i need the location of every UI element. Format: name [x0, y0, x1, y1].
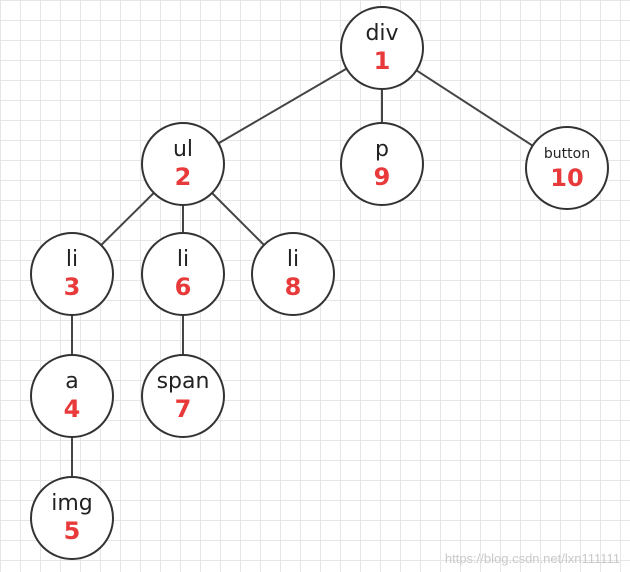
node-tag: ul: [172, 137, 194, 162]
tree-edge: [100, 192, 155, 246]
watermark: https://blog.csdn.net/lxn111111: [444, 551, 620, 566]
tree-edge: [217, 67, 348, 145]
tree-edge: [211, 192, 265, 246]
node-li-3: li 3: [30, 232, 114, 316]
node-tag: p: [375, 137, 389, 162]
node-number: 10: [550, 164, 584, 192]
node-li-6: li 6: [141, 232, 225, 316]
node-number: 3: [63, 273, 81, 301]
node-tag: img: [51, 491, 93, 516]
node-number: 5: [63, 517, 81, 545]
node-number: 7: [174, 395, 192, 423]
node-number: 8: [284, 273, 302, 301]
node-number: 2: [174, 163, 192, 191]
node-tag: span: [156, 369, 210, 394]
node-tag: button: [543, 146, 591, 162]
node-number: 6: [174, 273, 192, 301]
node-span: span 7: [141, 354, 225, 438]
node-number: 4: [63, 395, 81, 423]
node-number: 1: [373, 47, 391, 75]
node-tag: li: [176, 247, 190, 272]
node-div: div 1: [340, 6, 424, 90]
node-a: a 4: [30, 354, 114, 438]
node-tag: li: [286, 247, 300, 272]
node-p: p 9: [340, 122, 424, 206]
node-li-8: li 8: [251, 232, 335, 316]
node-img: img 5: [30, 476, 114, 560]
node-number: 9: [373, 163, 391, 191]
tree-edge: [415, 69, 534, 147]
node-tag: div: [365, 21, 399, 46]
node-tag: li: [65, 247, 79, 272]
node-tag: a: [65, 369, 79, 394]
node-button: button 10: [525, 126, 609, 210]
node-ul: ul 2: [141, 122, 225, 206]
